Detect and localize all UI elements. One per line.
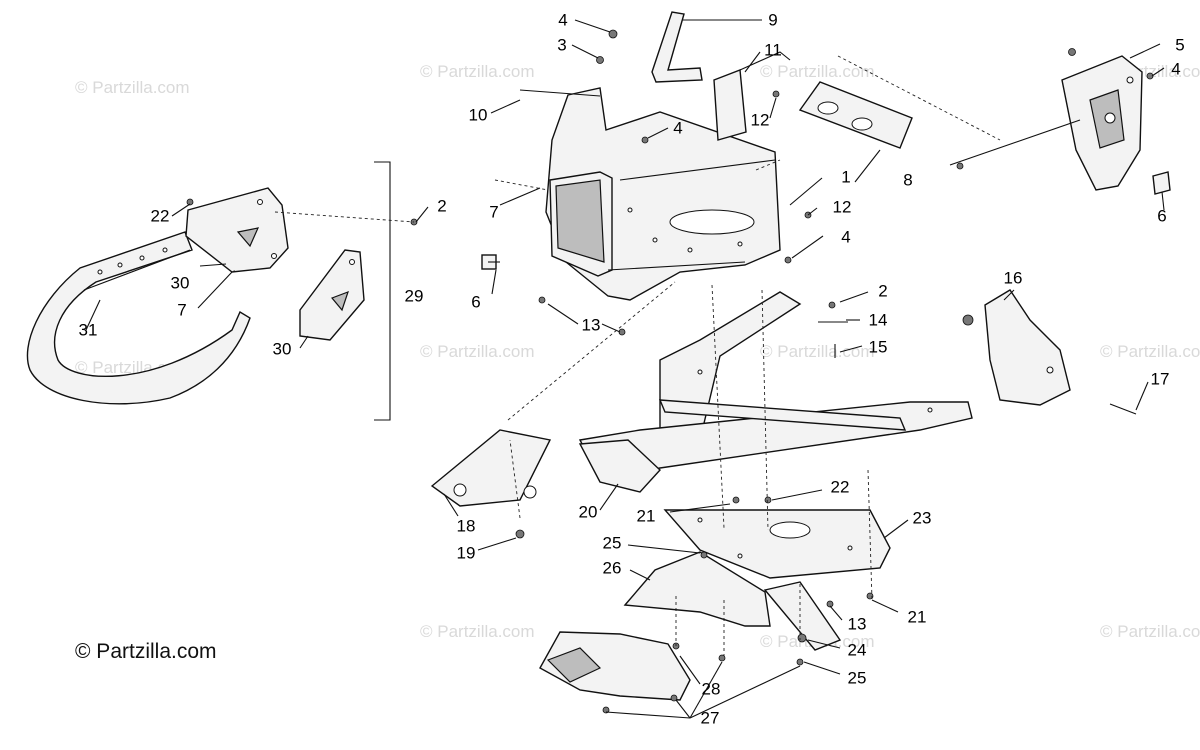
callout-30: 30: [272, 339, 292, 359]
callout-9: 9: [768, 10, 778, 30]
watermark: © Partzilla.com: [420, 342, 535, 361]
callout-27: 27: [700, 708, 720, 728]
callout-18: 18: [456, 516, 476, 536]
frame-bracket-right: [984, 289, 1071, 406]
callout-20: 20: [578, 502, 598, 522]
callout-4: 4: [673, 118, 683, 138]
callout-8: 8: [903, 170, 913, 190]
callout-12: 12: [832, 197, 852, 217]
callout-15: 15: [868, 337, 888, 357]
watermark: © Partzilla.com: [420, 622, 535, 641]
watermark: © Partzilla.com: [75, 78, 190, 97]
callout-11: 11: [764, 40, 782, 60]
belly-pan: [663, 509, 891, 579]
callout-4: 4: [558, 10, 568, 30]
callout-24: 24: [847, 640, 867, 660]
watermark: © Partzilla.com: [760, 342, 875, 361]
bumper-bracket-lower: [299, 249, 365, 341]
callout-17: 17: [1150, 369, 1170, 389]
side-guard: [763, 581, 842, 651]
callout-23: 23: [912, 508, 932, 528]
callout-7: 7: [489, 202, 499, 222]
watermark: © Partzilla.com: [420, 62, 535, 81]
front-frame: [430, 291, 973, 507]
watermark: © Partzilla.com: [1100, 342, 1200, 361]
watermark: © Partzilla.com: [1100, 622, 1200, 641]
callout-4: 4: [841, 227, 851, 247]
callout-4: 4: [1171, 59, 1181, 79]
callout-22: 22: [150, 206, 170, 226]
watermark: © Partzilla.com: [760, 62, 875, 81]
callout-14: 14: [868, 310, 888, 330]
front-bumper: [26, 231, 251, 405]
callout-2: 2: [878, 281, 888, 301]
skid-plate: [623, 551, 771, 627]
front-nose-housing: [545, 87, 781, 301]
callout-13: 13: [847, 614, 867, 634]
callout-25: 25: [847, 668, 867, 688]
callout-6: 6: [1157, 206, 1167, 226]
windshield-bracket: [651, 11, 703, 83]
copyright-watermark: © Partzilla.com: [75, 640, 217, 663]
callout-12: 12: [750, 110, 770, 130]
callout-31: 31: [78, 320, 98, 340]
bumper-bracket-upper: [185, 187, 289, 273]
callout-19: 19: [456, 543, 476, 563]
callout-21: 21: [636, 506, 656, 526]
callout-2: 2: [437, 196, 447, 216]
callout-25: 25: [602, 533, 622, 553]
callout-7: 7: [177, 300, 187, 320]
callout-1: 1: [841, 167, 851, 187]
callout-3: 3: [557, 35, 567, 55]
rubber-block: [713, 69, 747, 141]
callout-21: 21: [907, 607, 927, 627]
leader-lines: [85, 19, 1165, 719]
callout-30: 30: [170, 273, 190, 293]
side-bracket-right: [1061, 55, 1143, 191]
mounting-plate: [798, 81, 913, 149]
callout-16: 16: [1003, 268, 1023, 288]
callout-13: 13: [581, 315, 601, 335]
callout-6: 6: [471, 292, 481, 312]
callout-5: 5: [1175, 35, 1185, 55]
callout-22: 22: [830, 477, 850, 497]
callout-28: 28: [701, 679, 721, 699]
callout-10: 10: [468, 105, 488, 125]
callout-29: 29: [404, 286, 424, 306]
callout-26: 26: [602, 558, 622, 578]
